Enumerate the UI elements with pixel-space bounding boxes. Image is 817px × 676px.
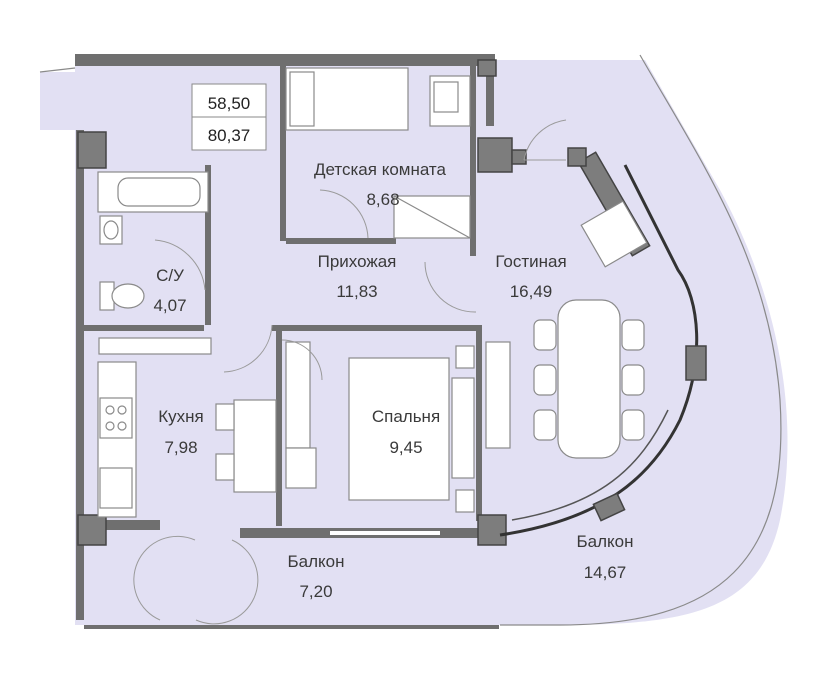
kitchen-door-arc (133, 535, 259, 625)
bath-label: С/У (156, 266, 184, 285)
bath-area: 4,07 (153, 296, 186, 315)
bedroom-area: 9,45 (389, 438, 422, 457)
balcony-big-area: 14,67 (584, 563, 627, 582)
kids-room-label: Детская комната (314, 160, 447, 179)
balcony-small-area: 7,20 (299, 582, 332, 601)
total-area-value: 80,37 (208, 126, 251, 145)
bathroom-fixtures (97, 171, 212, 355)
hall-area: 11,83 (336, 282, 377, 301)
bedroom-label: Спальня (372, 407, 440, 426)
kids-room-fixtures (285, 67, 471, 239)
living-area: 16,49 (510, 282, 553, 301)
living-area-value: 58,50 (208, 94, 251, 113)
balcony-small-label: Балкон (287, 552, 344, 571)
area-summary: 58,50 80,37 (191, 83, 267, 151)
kitchen-fixtures (97, 361, 277, 518)
living-label: Гостиная (495, 252, 566, 271)
walls (75, 54, 499, 629)
bath-door-arc (154, 239, 206, 291)
living-fixtures (485, 200, 648, 459)
kitchen-area: 7,98 (164, 438, 197, 457)
kitchen-label: Кухня (158, 407, 204, 426)
balcony-outline (500, 54, 782, 626)
bedroom-fixtures (285, 341, 475, 513)
hall-door-arc (223, 324, 273, 373)
balcony-big-label: Балкон (576, 532, 633, 551)
entry-door-arc (424, 261, 477, 313)
window-left-top (39, 67, 76, 73)
living-door-arc (523, 119, 567, 161)
bedroom-door-arc (281, 339, 323, 381)
kids-room-area: 8,68 (366, 190, 399, 209)
hall-label: Прихожая (318, 252, 397, 271)
kids-door-arc (319, 189, 369, 239)
